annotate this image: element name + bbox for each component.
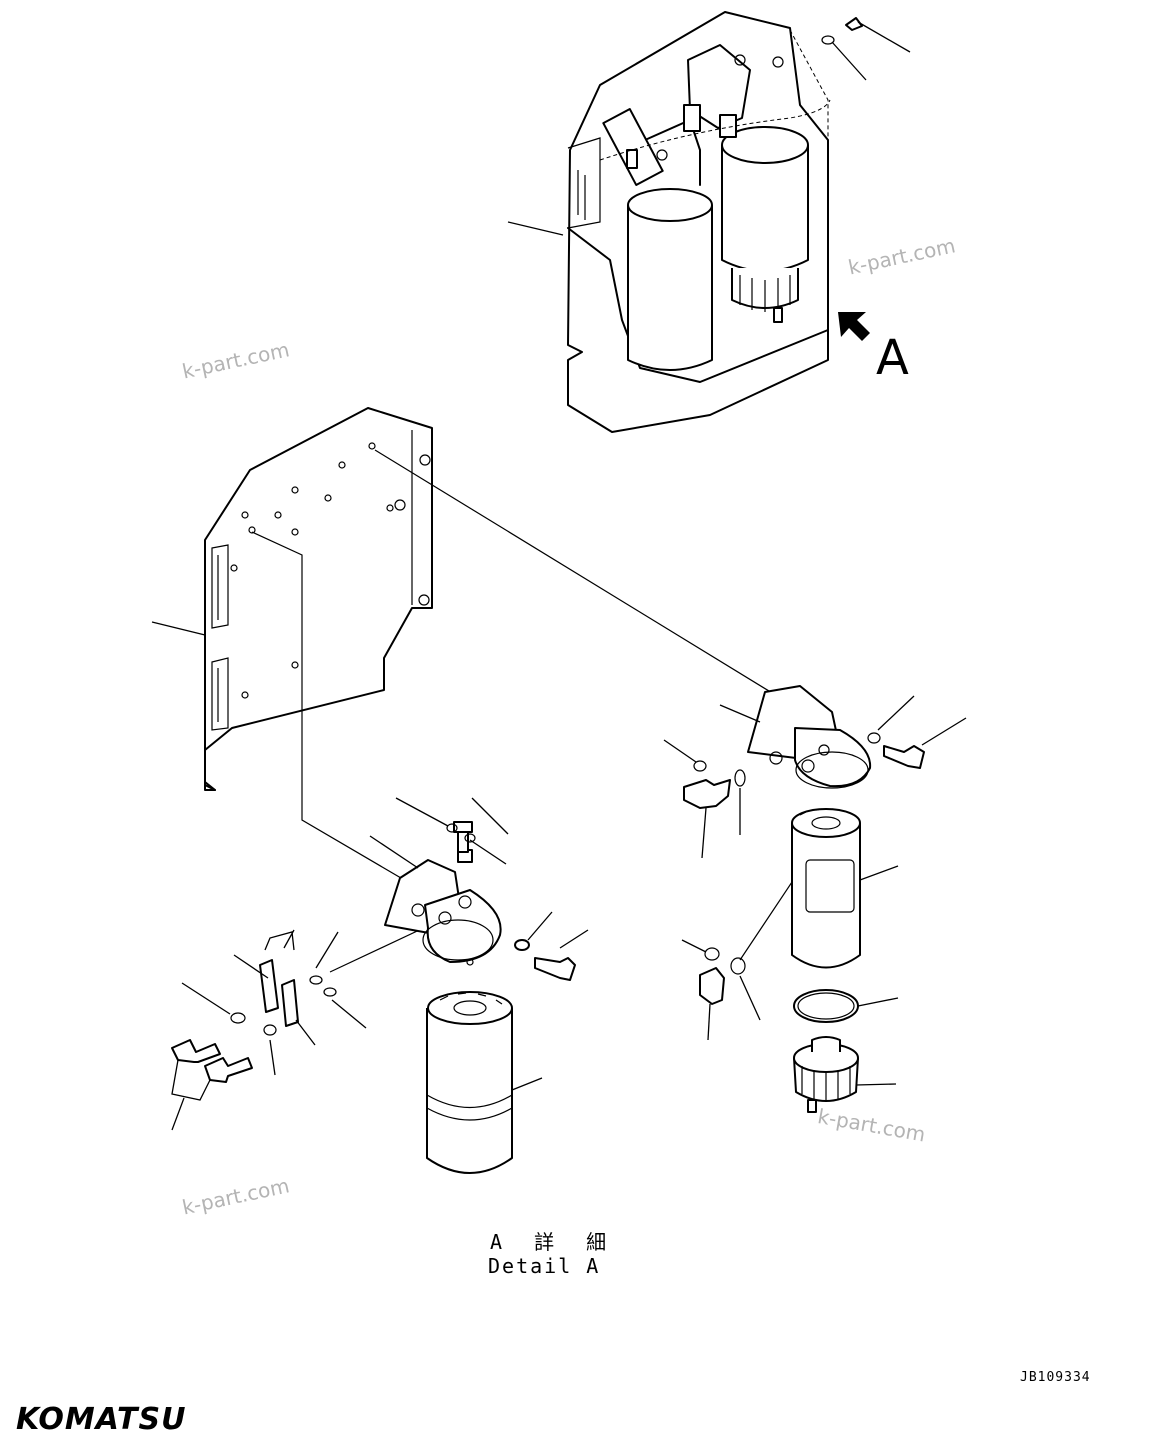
left-filter-head (171, 797, 589, 1131)
plate-holes (230, 442, 431, 699)
view-a-label: A (876, 330, 909, 386)
filter-housing-assembly (507, 11, 911, 433)
right-filter-head (663, 685, 967, 1041)
detail-caption-jp: A 詳 細 (490, 1230, 617, 1254)
detail-caption-en: Detail A (488, 1254, 601, 1278)
left-fuel-filter-cartridge (426, 991, 543, 1174)
komatsu-logo: KOMATSU (16, 1402, 187, 1437)
drawing-number: JB109334 (1020, 1370, 1091, 1385)
right-water-separator-filter (791, 808, 899, 1113)
mounting-bracket-plate (151, 407, 433, 791)
